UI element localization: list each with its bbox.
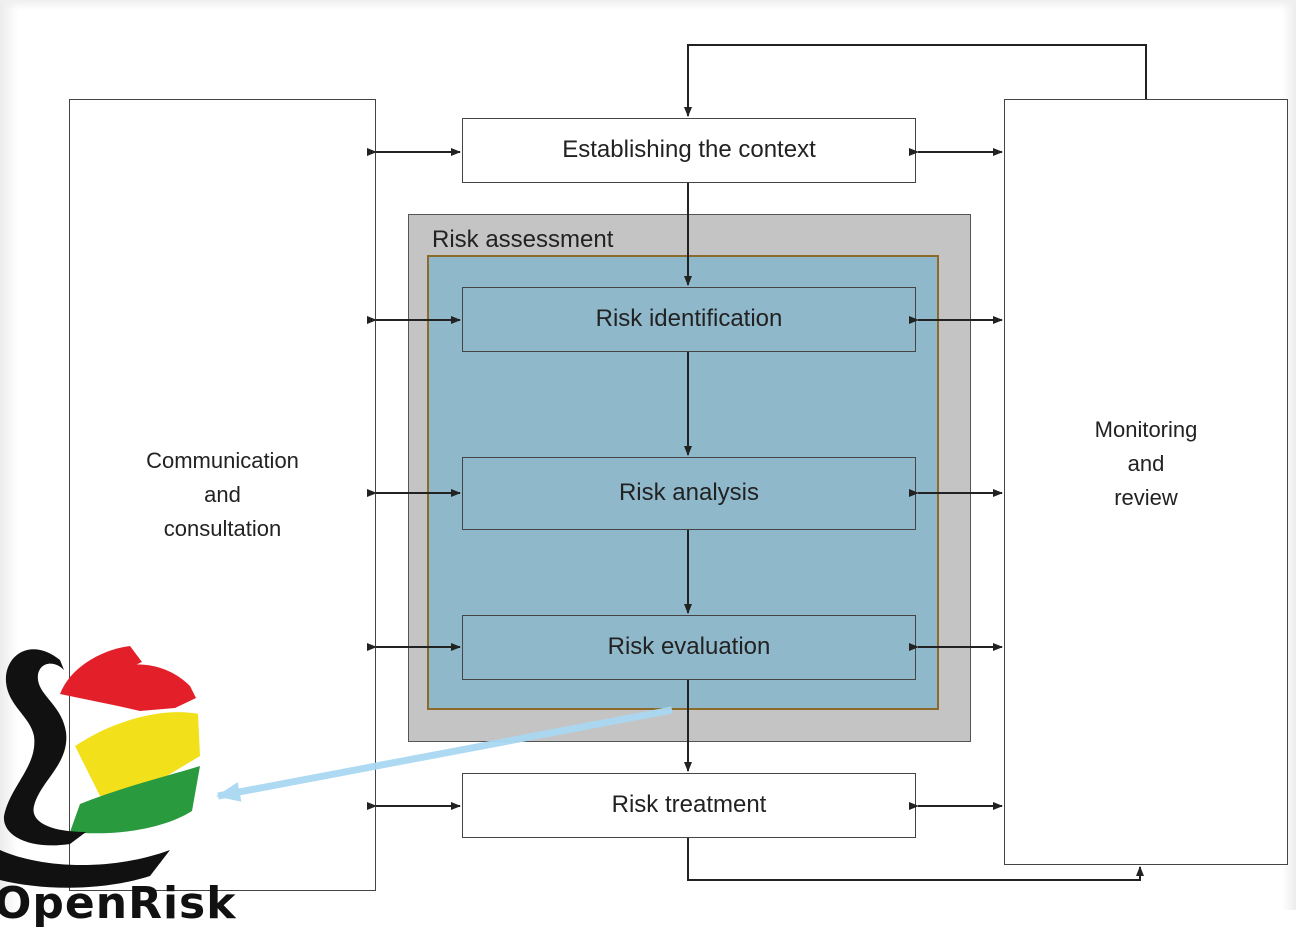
swan-logo: [0, 646, 200, 888]
monitoring-review-panel: Monitoring and review: [1004, 99, 1288, 865]
step-risk-identification-label: Risk identification: [595, 305, 783, 333]
loop-bottom-connector: [687, 838, 1144, 881]
logo-wordmark-text: OpenRisk: [0, 878, 237, 929]
loop-top-connector: [684, 44, 1147, 117]
highlight-arrow: [216, 706, 673, 802]
logo-swan-body: [0, 850, 170, 888]
risk-assessment-title: Risk assessment: [432, 226, 614, 253]
logo-yellow-wing: [75, 712, 200, 796]
connector-layer: [0, 44, 1147, 888]
step-establishing-context: Establishing the context: [462, 118, 916, 183]
step-risk-evaluation-label: Risk evaluation: [607, 633, 771, 661]
monitoring-review-label: Monitoring and review: [1094, 416, 1198, 511]
step-risk-analysis-label: Risk analysis: [618, 479, 760, 507]
logo-red-upper: [60, 646, 142, 694]
step-establishing-context-label: Establishing the context: [562, 136, 816, 164]
step-risk-treatment: Risk treatment: [462, 773, 916, 838]
step-risk-identification: Risk identification: [462, 287, 916, 352]
logo-wordmark: OpenRisk: [0, 878, 236, 929]
logo-green-wing: [70, 766, 200, 834]
logo-swan-neck: [3, 649, 87, 846]
communication-consultation-label: Communication and consultation: [146, 447, 299, 542]
top-edge-shade: [0, 0, 1296, 10]
step-risk-evaluation: Risk evaluation: [462, 615, 916, 680]
step-risk-treatment-label: Risk treatment: [611, 791, 767, 819]
